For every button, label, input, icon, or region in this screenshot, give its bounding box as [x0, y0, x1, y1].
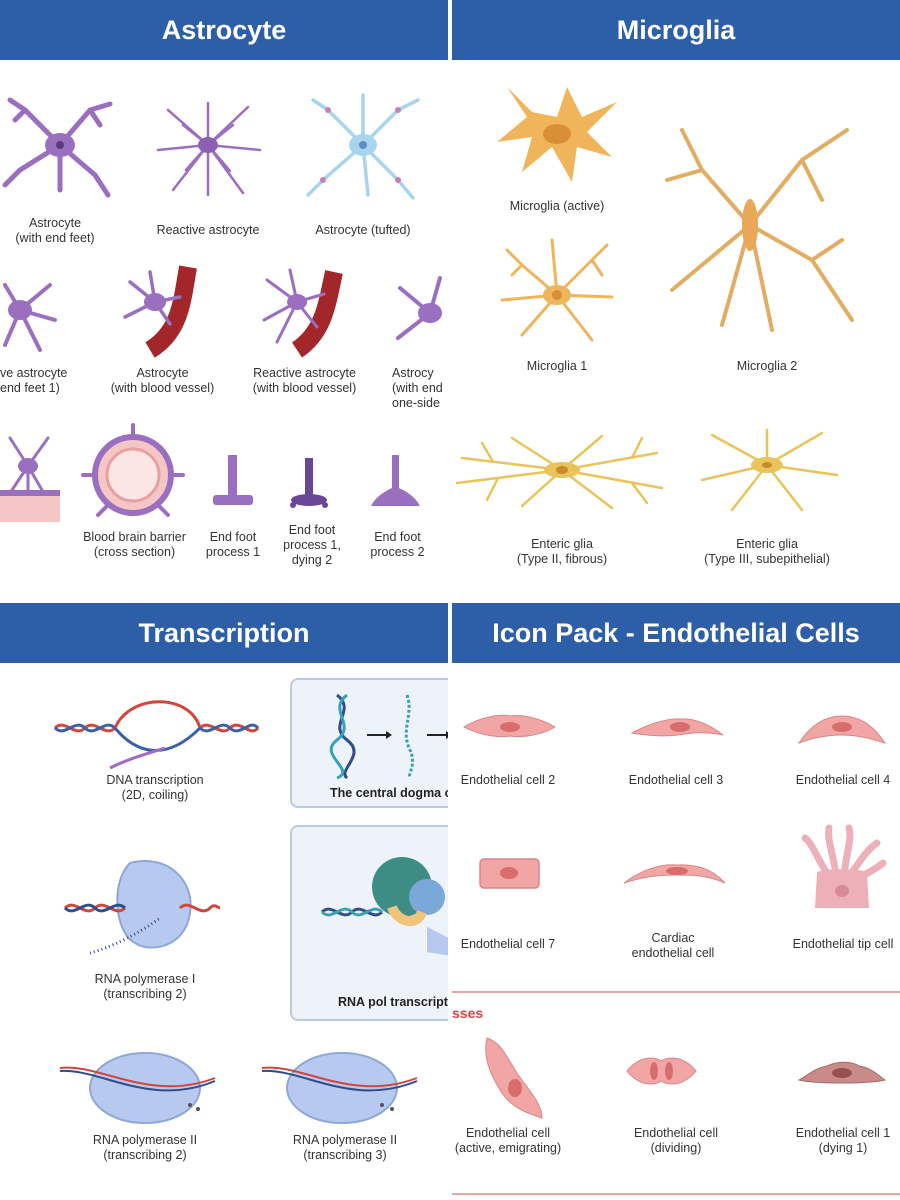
- caption-endothelial-cell-4: Endothelial cell 4: [795, 773, 891, 787]
- endothelial-title: Icon Pack - Endothelial Cells: [452, 603, 900, 663]
- caption-enteric-glia-subepithelial: Enteric glia (Type III, subepithelial): [704, 537, 830, 566]
- microglia-2-icon[interactable]: [662, 110, 862, 340]
- caption-microglia-2: Microglia 2: [736, 359, 798, 373]
- caption-endothelial-dying: Endothelial cell 1 (dying 1): [795, 1126, 891, 1155]
- caption-endothelial-active-emigrating: Endothelial cell (active, emigrating): [454, 1126, 562, 1155]
- caption-rna-polymerase-i: RNA polymerase I (transcribing 2): [94, 972, 196, 1001]
- caption-rna-polymerase-ii-2: RNA polymerase II (transcribing 2): [92, 1133, 198, 1162]
- astrocyte-endothelium-icon[interactable]: [0, 428, 60, 528]
- cardiac-endothelial-cell-icon[interactable]: [622, 861, 727, 891]
- endothelial-panel: Icon Pack - Endothelial Cells Endothelia…: [452, 603, 900, 1200]
- section-label: sses: [452, 1005, 484, 1021]
- caption-astrocyte-blood-vessel: Astrocyte (with blood vessel): [110, 366, 215, 395]
- rna-pol-transcription-card[interactable]: RNA pol transcripti: [290, 825, 448, 1021]
- microglia-title: Microglia: [452, 0, 900, 60]
- endothelial-active-emigrating-icon[interactable]: [477, 1033, 547, 1123]
- rna-polymerase-i-icon[interactable]: [60, 853, 220, 963]
- astrocyte-blood-vessel-icon[interactable]: [110, 262, 220, 362]
- endothelial-tip-cell-icon[interactable]: [797, 823, 887, 913]
- rna-polymerase-ii-2-icon[interactable]: [60, 1043, 220, 1128]
- transcription-title: Transcription: [0, 603, 448, 663]
- dna-transcription-icon[interactable]: [50, 698, 260, 773]
- caption-astrocyte-tufted: Astrocyte (tufted): [315, 223, 411, 237]
- caption-reactive-astrocyte-blood-vessel: Reactive astrocyte (with blood vessel): [252, 366, 357, 395]
- caption-astrocyte-one-sided: Astrocy (with end one-side: [392, 366, 443, 410]
- endothelial-cell-3-icon[interactable]: [630, 713, 725, 743]
- endothelial-cell-4-icon[interactable]: [797, 713, 887, 748]
- caption-microglia-1: Microglia 1: [526, 359, 588, 373]
- end-foot-process-2-icon[interactable]: [368, 450, 423, 510]
- caption-microglia-active: Microglia (active): [509, 199, 605, 213]
- reactive-astrocyte-icon[interactable]: [148, 95, 268, 205]
- microglia-panel: Microglia Microglia (active) Microglia 1…: [452, 0, 900, 596]
- reactive-astrocyte-blood-vessel-icon[interactable]: [252, 262, 362, 362]
- caption-reactive-astrocyte: Reactive astrocyte: [156, 223, 260, 237]
- reactive-astrocyte-end-feet-icon[interactable]: [0, 265, 70, 360]
- caption-central-dogma: The central dogma o: [330, 786, 448, 800]
- endothelial-cell-7-icon[interactable]: [477, 856, 542, 891]
- end-foot-process-1-icon[interactable]: [208, 450, 258, 510]
- endothelial-dying-icon[interactable]: [797, 1058, 887, 1088]
- rna-polymerase-ii-3-icon[interactable]: [262, 1043, 422, 1128]
- microglia-active-icon[interactable]: [492, 82, 622, 192]
- caption-endothelial-dividing: Endothelial cell (dividing): [633, 1126, 719, 1155]
- caption-end-foot-process-1: End foot process 1: [205, 530, 261, 559]
- caption-blood-brain-barrier: Blood brain barrier (cross section): [83, 530, 186, 559]
- astrocyte-title: Astrocyte: [0, 0, 448, 60]
- caption-end-foot-process-dying: End foot process 1, dying 2: [283, 523, 341, 567]
- blood-brain-barrier-icon[interactable]: [78, 420, 188, 530]
- caption-end-foot-process-2: End foot process 2: [370, 530, 425, 559]
- caption-cardiac-endothelial-cell: Cardiac endothelial cell: [631, 931, 715, 960]
- central-dogma-card[interactable]: The central dogma o: [290, 678, 448, 808]
- caption-rna-polymerase-ii-3: RNA polymerase II (transcribing 3): [292, 1133, 398, 1162]
- transcription-panel: Transcription DNA transcription (2D, coi…: [0, 603, 448, 1200]
- astrocyte-end-feet-icon[interactable]: [0, 90, 120, 205]
- astrocyte-panel: Astrocyte Astrocyte (with end feet) Reac…: [0, 0, 448, 596]
- caption-dna-transcription: DNA transcription (2D, coiling): [106, 773, 204, 802]
- caption-reactive-astrocyte-end-feet: ve astrocyte end feet 1): [0, 366, 68, 395]
- endothelial-dividing-icon[interactable]: [624, 1051, 699, 1091]
- end-foot-process-dying-icon[interactable]: [285, 455, 335, 510]
- section-divider-bottom: [452, 1193, 900, 1195]
- caption-endothelial-cell-7: Endothelial cell 7: [460, 937, 556, 951]
- enteric-glia-fibrous-icon[interactable]: [452, 428, 667, 513]
- caption-enteric-glia-fibrous: Enteric glia (Type II, fibrous): [516, 537, 608, 566]
- astrocyte-one-sided-icon[interactable]: [390, 268, 448, 358]
- caption-endothelial-tip-cell: Endothelial tip cell: [792, 937, 894, 951]
- enteric-glia-subepithelial-icon[interactable]: [692, 425, 842, 515]
- caption-rna-pol-transcription: RNA pol transcripti: [338, 995, 448, 1009]
- astrocyte-tufted-icon[interactable]: [298, 90, 428, 205]
- endothelial-cell-2-icon[interactable]: [462, 711, 557, 743]
- section-divider-top: [452, 991, 900, 993]
- caption-endothelial-cell-2: Endothelial cell 2: [460, 773, 556, 787]
- caption-endothelial-cell-3: Endothelial cell 3: [628, 773, 724, 787]
- microglia-1-icon[interactable]: [492, 235, 622, 350]
- caption-astrocyte-end-feet: Astrocyte (with end feet): [15, 216, 95, 245]
